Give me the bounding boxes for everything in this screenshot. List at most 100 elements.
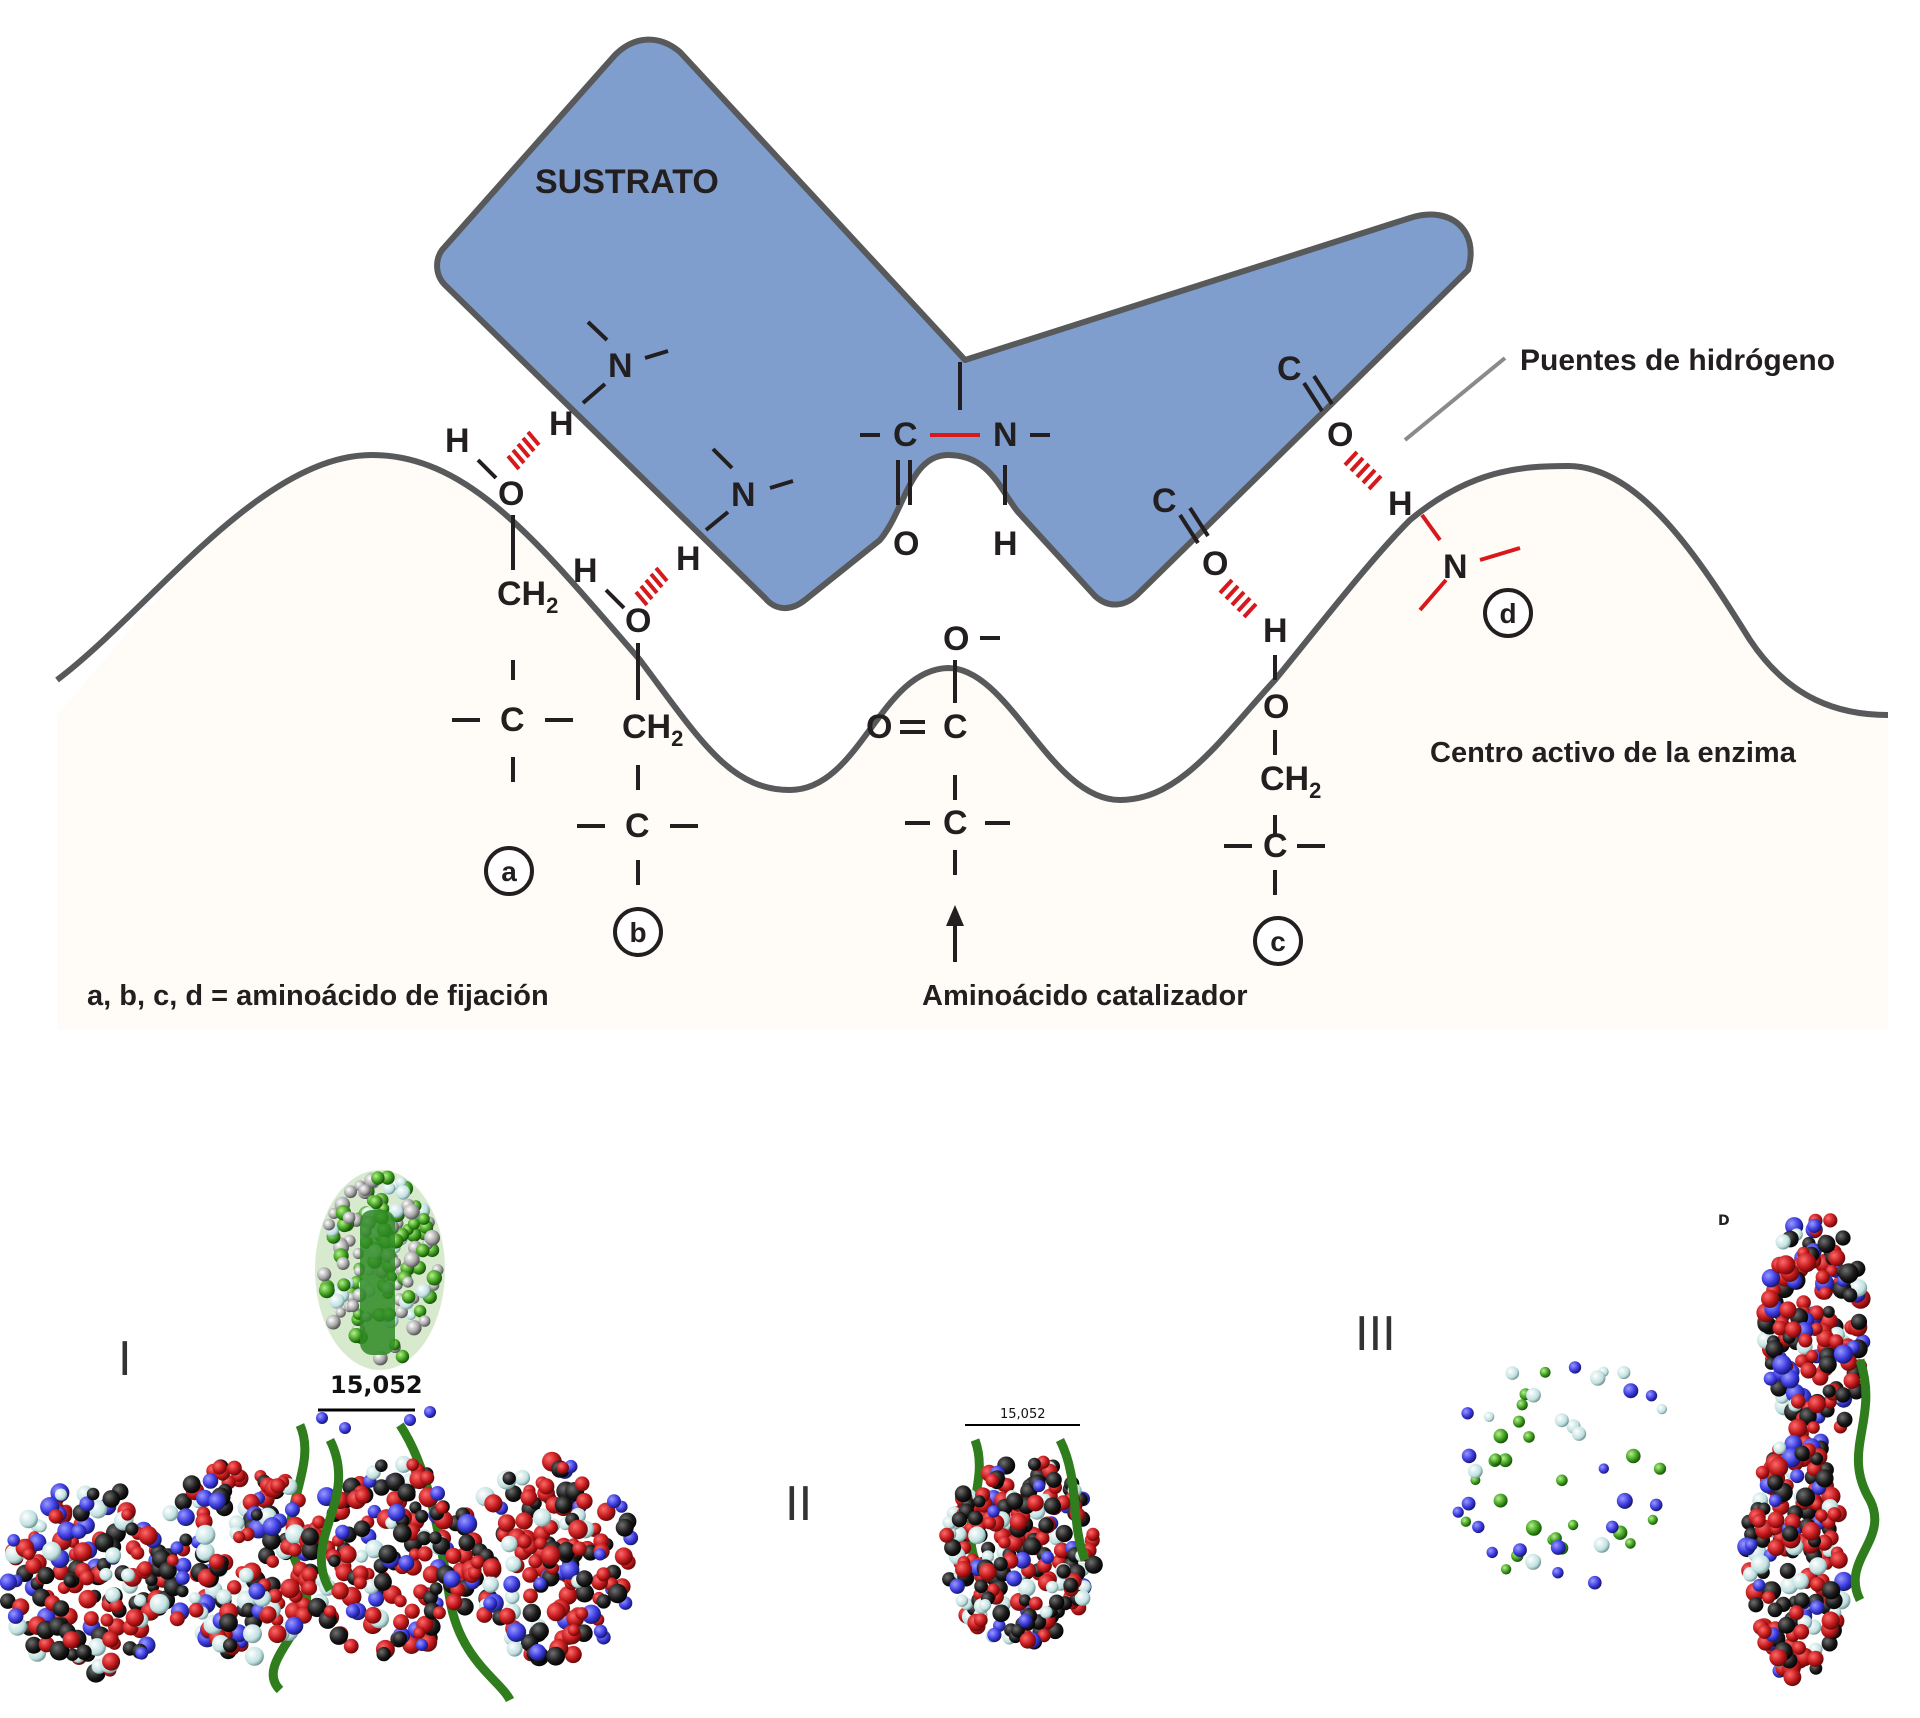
svg-text:C: C — [625, 807, 650, 845]
atom-sphere — [540, 1545, 561, 1566]
atom-sphere — [405, 1310, 416, 1320]
svg-text:H: H — [993, 525, 1018, 563]
atom-sphere — [329, 1626, 348, 1645]
atom-sphere — [1018, 1594, 1031, 1607]
atom-sphere — [483, 1596, 498, 1611]
atom-sphere — [1023, 1537, 1041, 1556]
atom-sphere — [353, 1576, 367, 1590]
atom-sphere — [593, 1624, 608, 1639]
atom-sphere — [174, 1493, 192, 1511]
atom-sphere — [346, 1299, 360, 1313]
ion-cloud — [1452, 1361, 1668, 1590]
hydrogen-bonds-leader — [1403, 356, 1507, 442]
atom-sphere — [267, 1588, 283, 1604]
atom-sphere — [1812, 1369, 1829, 1386]
atom-sphere — [1617, 1365, 1631, 1380]
atom-sphere — [1616, 1492, 1633, 1509]
atom-sphere — [445, 1547, 462, 1564]
atom-sphere — [951, 1511, 968, 1528]
atom-sphere — [348, 1327, 364, 1344]
atom-sphere — [429, 1531, 442, 1545]
atom-sphere — [19, 1509, 38, 1529]
svg-text:O: O — [943, 620, 969, 658]
atom-sphere — [955, 1594, 969, 1607]
atom-sphere — [1808, 1395, 1826, 1414]
atom-sphere — [162, 1505, 179, 1522]
atom-sphere — [1461, 1407, 1474, 1420]
atom-sphere — [415, 1283, 431, 1299]
svg-text:C: C — [1277, 350, 1302, 388]
atom-sphere — [1750, 1554, 1770, 1574]
atom-sphere — [197, 1568, 216, 1587]
atom-sphere — [413, 1304, 427, 1318]
atom-sphere — [208, 1492, 226, 1510]
atom-sphere — [476, 1606, 493, 1623]
atom-sphere — [88, 1638, 106, 1657]
atom-sphere — [394, 1594, 407, 1608]
atom-sphere — [1782, 1525, 1799, 1542]
atom-sphere — [1039, 1605, 1053, 1619]
svg-text:C: C — [500, 701, 525, 739]
atom-sphere — [1773, 1441, 1787, 1455]
atom-sphere — [501, 1535, 518, 1553]
atom-sphere — [424, 1229, 440, 1246]
atom-sphere — [556, 1461, 570, 1474]
residue-a: H O CH2 C — [445, 422, 573, 782]
atom-sphere — [300, 1527, 319, 1546]
atom-sphere — [86, 1487, 100, 1501]
atom-sphere — [238, 1567, 254, 1583]
atom-sphere — [987, 1627, 1002, 1643]
atom-sphere — [985, 1473, 1000, 1488]
atom-sphere — [503, 1575, 521, 1593]
atom-sphere — [325, 1314, 341, 1330]
atom-sphere — [1801, 1521, 1821, 1541]
atom-sphere — [287, 1543, 302, 1557]
atom-sphere — [502, 1471, 516, 1486]
atom-sphere — [133, 1594, 147, 1607]
catalytic-residue: O O C C — [866, 620, 1010, 962]
atom-sphere — [1656, 1403, 1668, 1415]
atom-sphere — [1765, 1340, 1784, 1358]
atom-sphere — [100, 1613, 114, 1627]
atom-sphere — [1776, 1255, 1796, 1275]
atom-sphere — [939, 1527, 955, 1543]
atom-sphere — [978, 1599, 992, 1612]
residue-b: H O CH2 C — [573, 552, 698, 885]
atom-sphere — [1775, 1234, 1791, 1250]
atom-sphere — [514, 1469, 531, 1486]
atom-sphere — [998, 1536, 1011, 1549]
atom-sphere — [331, 1582, 349, 1600]
atom-sphere — [554, 1496, 573, 1514]
atom-sphere — [1793, 1592, 1810, 1609]
atom-sphere — [968, 1526, 986, 1545]
atom-sphere — [1055, 1524, 1073, 1543]
atom-sphere — [227, 1460, 242, 1476]
atom-sphere — [973, 1495, 986, 1508]
atom-sphere — [244, 1646, 264, 1666]
atom-sphere — [1554, 1413, 1569, 1428]
atom-sphere — [1810, 1452, 1824, 1465]
atom-sphere — [429, 1582, 443, 1596]
atom-sphere — [564, 1645, 582, 1664]
hydrogen-bond-b — [634, 566, 669, 607]
protein-helix — [1055, 1437, 1090, 1562]
atom-sphere — [1793, 1624, 1810, 1640]
atom-sphere — [968, 1510, 983, 1526]
atom-sphere — [323, 1218, 335, 1231]
atom-sphere — [1809, 1557, 1827, 1575]
atom-sphere — [1767, 1602, 1783, 1618]
atom-sphere — [1063, 1577, 1079, 1593]
atom-sphere — [1516, 1399, 1528, 1411]
atom-sphere — [121, 1508, 134, 1521]
atom-sphere — [1028, 1596, 1043, 1611]
atom-sphere — [1539, 1366, 1551, 1378]
atom-sphere — [1056, 1564, 1071, 1579]
atom-sphere — [1798, 1333, 1813, 1348]
atom-sphere — [328, 1554, 341, 1568]
binding-legend: a, b, c, d = aminoácido de fijación — [87, 980, 549, 1012]
atom-sphere — [355, 1549, 368, 1563]
atom-sphere — [983, 1516, 997, 1530]
residue-d: H N — [1388, 485, 1521, 612]
atom-sphere — [596, 1567, 611, 1582]
atom-sphere — [1467, 1463, 1483, 1479]
